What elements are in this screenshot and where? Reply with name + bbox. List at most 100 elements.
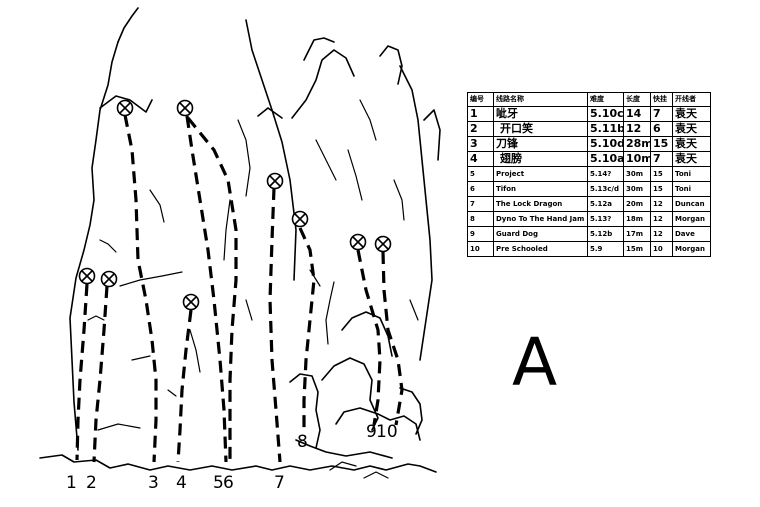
table-row: 6 Tifon 5.13c/d 30m 15 Toni [467,181,711,197]
cell-first-ascent: Duncan [672,196,711,212]
route-numbers: 1 2 3 4 5 6 7 8 9 10 [66,422,398,493]
route-label: 5 [213,473,224,493]
route-label: 4 [176,473,187,493]
route-label: 10 [376,422,398,442]
cell-length: 20m [623,196,651,212]
route-label: 3 [148,473,159,493]
cell-route-name: The Lock Dragon [493,196,588,212]
anchor-markers [78,99,392,311]
cell-first-ascent: Morgan [672,241,711,257]
cell-number: 8 [467,211,494,227]
cell-grade: 5.10c [587,106,624,122]
route-label: 7 [274,473,285,493]
cell-quickdraws: 7 [650,106,673,122]
cell-route-name: 翅膀 [493,151,588,167]
anchor-icon [100,270,118,288]
cell-length: 18m [623,211,651,227]
cell-first-ascent: 袁天 [672,151,711,167]
cell-number: 2 [467,121,494,137]
rock-cracks [87,99,419,479]
cell-first-ascent: 袁天 [672,121,711,137]
cell-first-ascent: 袁天 [672,106,711,122]
cell-length: 17m [623,226,651,242]
table-row: 1 呲牙 5.10c 14 7 袁天 [467,106,711,122]
cell-grade: 5.12a [587,196,624,212]
cell-grade: 5.10a [587,151,624,167]
cell-length: 30m [623,181,651,197]
anchor-icon [182,293,200,311]
cell-grade: 5.11b [587,121,624,137]
cell-quickdraws: 7 [650,151,673,167]
cell-grade: 5.13c/d [587,181,624,197]
cell-route-name: Dyno To The Hand Jam [493,211,588,227]
cell-quickdraws: 12 [650,211,673,227]
col-header-route-name: 线路名称 [493,92,588,107]
col-header-first-ascent: 开线者 [672,92,711,107]
cell-number: 6 [467,181,494,197]
col-header-grade: 难度 [587,92,624,107]
cell-first-ascent: 袁天 [672,136,711,152]
cell-grade: 5.13? [587,211,624,227]
anchor-icon [374,235,392,253]
cell-route-name: Tifon [493,181,588,197]
cell-number: 3 [467,136,494,152]
cell-first-ascent: Dave [672,226,711,242]
cell-grade: 5.12b [587,226,624,242]
anchor-icon [176,99,194,117]
cell-quickdraws: 15 [650,166,673,182]
cell-number: 10 [467,241,494,257]
anchor-icon [349,233,367,251]
table-row: 10 Pre Schooled 5.9 15m 10 Morgan [467,241,711,257]
cell-number: 1 [467,106,494,122]
route-label: 8 [297,432,308,452]
table-row: 7 The Lock Dragon 5.12a 20m 12 Duncan [467,196,711,212]
cell-grade: 5.9 [587,241,624,257]
cell-route-name: Guard Dog [493,226,588,242]
col-header-length: 长度 [623,92,651,107]
cell-route-name: 刀锋 [493,136,588,152]
cell-quickdraws: 10 [650,241,673,257]
cell-route-name: Pre Schooled [493,241,588,257]
cell-quickdraws: 12 [650,196,673,212]
route-label: 1 [66,473,77,493]
cell-number: 9 [467,226,494,242]
col-header-number: 编号 [467,92,494,107]
cell-number: 7 [467,196,494,212]
table-row: 9 Guard Dog 5.12b 17m 12 Dave [467,226,711,242]
cell-length: 30m [623,166,651,182]
route-label: 9 [366,422,377,442]
table-row: 4 翅膀 5.10a 10m 7 袁天 [467,151,711,167]
cell-quickdraws: 15 [650,181,673,197]
cell-grade: 5.14? [587,166,624,182]
cell-quickdraws: 6 [650,121,673,137]
wall-label: A [512,324,558,401]
table-row: 2 开口笑 5.11b 12 6 袁天 [467,121,711,137]
table-row: 8 Dyno To The Hand Jam 5.13? 18m 12 Morg… [467,211,711,227]
table-row: 3 刀锋 5.10d 28m 15 袁天 [467,136,711,152]
anchor-icon [78,267,96,285]
anchor-icon [116,99,134,117]
cell-quickdraws: 12 [650,226,673,242]
cell-grade: 5.10d [587,136,624,152]
cell-number: 5 [467,166,494,182]
cell-length: 12 [623,121,651,137]
route-table: 编号 线路名称 难度 长度 快挂 开线者 1 呲牙 5.10c 14 7 袁天 … [467,92,711,257]
anchor-icon [266,172,284,190]
cell-first-ascent: Morgan [672,211,711,227]
cell-route-name: Project [493,166,588,182]
cell-length: 28m [623,136,651,152]
cell-length: 14 [623,106,651,122]
cell-number: 4 [467,151,494,167]
cell-first-ascent: Toni [672,166,711,182]
table-row: 5 Project 5.14? 30m 15 Toni [467,166,711,182]
cell-length: 10m [623,151,651,167]
anchor-icon [291,210,309,228]
route-lines [75,114,404,463]
cell-quickdraws: 15 [650,136,673,152]
cell-length: 15m [623,241,651,257]
rock-outline [39,7,441,473]
route-label: 2 [86,473,97,493]
col-header-quickdraws: 快挂 [650,92,673,107]
route-label: 6 [223,473,234,493]
